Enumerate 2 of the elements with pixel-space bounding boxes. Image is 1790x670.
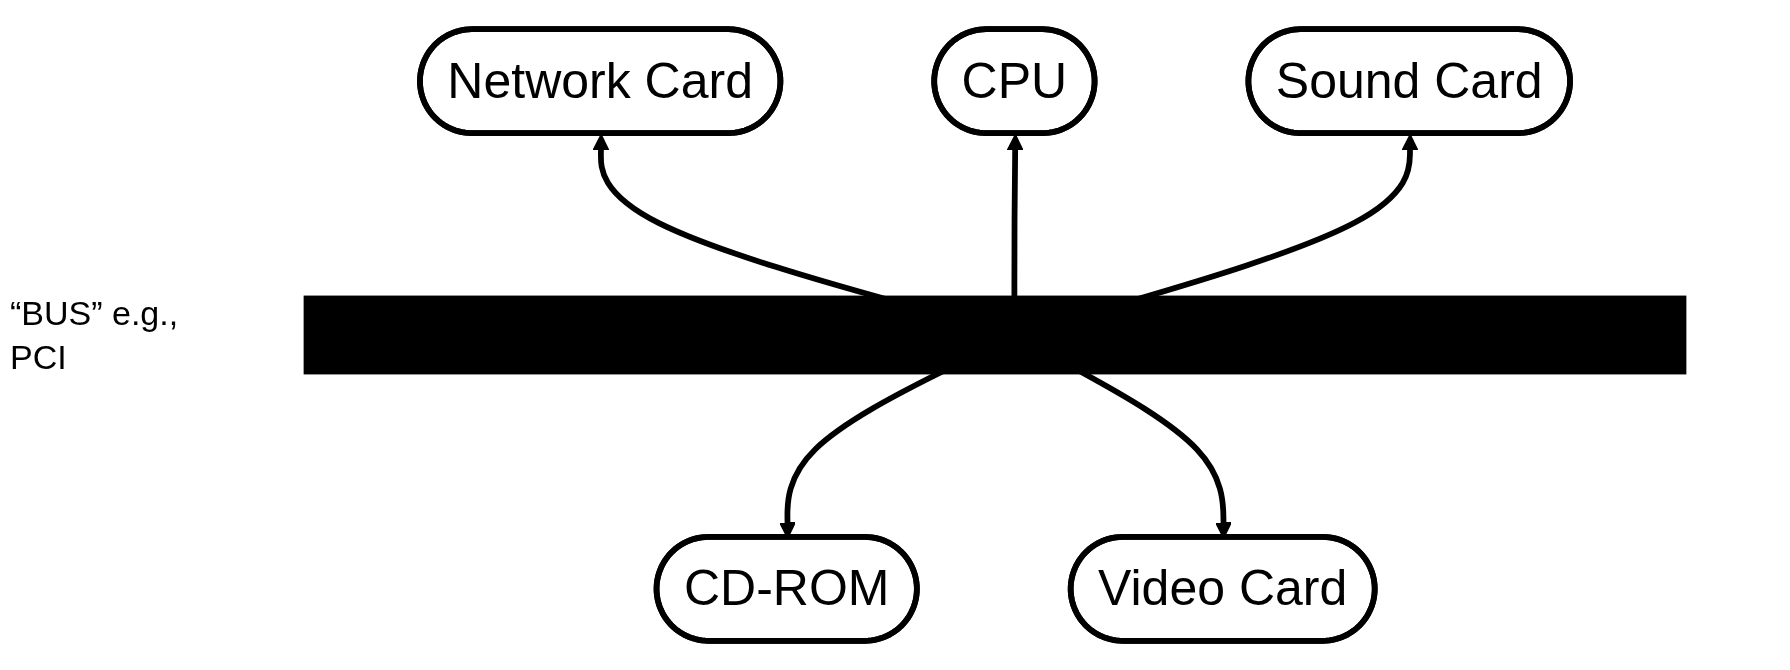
node-bar bbox=[303, 295, 1687, 375]
bus-label: “BUS” e.g., PCI bbox=[10, 292, 180, 378]
